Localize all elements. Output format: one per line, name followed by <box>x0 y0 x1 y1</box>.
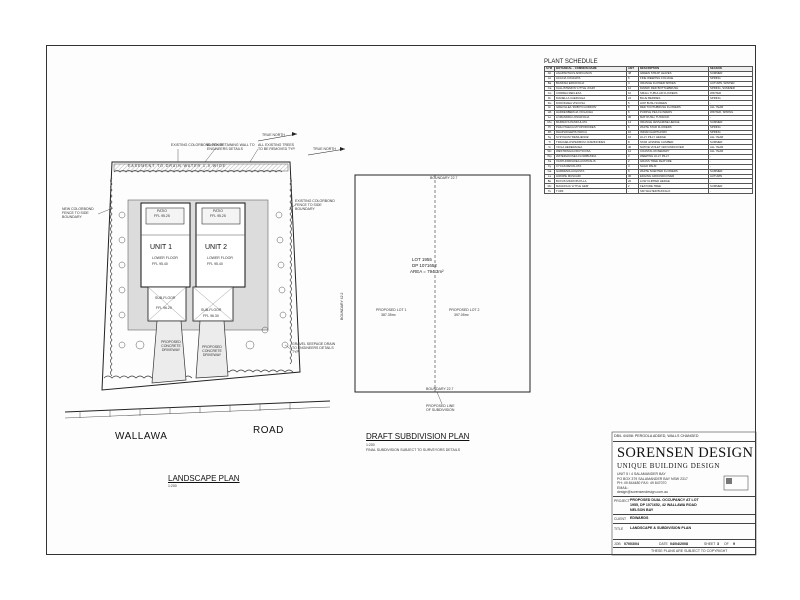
easement-label: EASEMENT TO DRAIN WATER 1.0 WIDE <box>128 164 226 168</box>
unit-2-label: UNIT 2 <box>205 244 228 251</box>
project-label: PROJECT <box>614 499 630 503</box>
plant-schedule-title: PLANT SCHEDULE <box>544 59 598 65</box>
copyright-note: THESE PLANS ARE SUBJECT TO COPYRIGHT <box>651 549 728 553</box>
dp-number: DP 1071652 <box>412 263 437 268</box>
rear-hedge <box>113 170 283 173</box>
subdivision-boundary <box>354 174 531 393</box>
date-label: DATE <box>659 542 668 546</box>
contact-email: design@sorensendesign.com.au <box>617 490 669 494</box>
lot-2-label: PROPOSED LOT 2 <box>449 308 480 312</box>
unit-2-subfloor-ffl: FFL 96.30 <box>203 314 219 318</box>
driveway-2-label: PROPOSED CONCRETE DRIVEWAY <box>202 345 222 358</box>
landscape-north-arrow <box>257 133 298 142</box>
sub-north-label: TRUE NORTH <box>313 147 336 151</box>
unit-1-patio <box>145 207 185 225</box>
driveway-1-label: PROPOSED CONCRETE DRIVEWAY <box>161 340 181 353</box>
patio-2-ffl: FFL 95.25 <box>210 214 226 218</box>
of-label: OF <box>724 542 729 546</box>
bottom-frontage: BOUNDARY 22.7 <box>426 387 454 391</box>
fence-existing-note: EXISTING COLORBOND FENCE <box>171 143 224 147</box>
sub-north-arrow <box>307 148 346 156</box>
unit-2-ffl: FFL 95.40 <box>207 262 223 266</box>
association-logo <box>723 475 749 491</box>
new-fence-note: NEW COLORBOND FENCE TO SIDE BOUNDARY <box>62 207 94 220</box>
road-ticks <box>79 403 291 418</box>
patio-1-ffl: FFL 95.25 <box>154 214 170 218</box>
shrub-symbols <box>118 211 289 350</box>
drawing-date: 04/04/2008 <box>670 541 688 546</box>
unit-1-lower-floor: LOWER FLOOR <box>152 256 178 260</box>
title-block-frame <box>611 431 757 556</box>
sheet-label: SHEET <box>704 542 716 546</box>
unit-1-label: UNIT 1 <box>150 244 173 251</box>
unit-2-patio <box>201 207 241 225</box>
site-boundary <box>101 161 301 391</box>
gravel-drain-note: GRAVEL SEEPAGE DRAIN TO ENGINEERS DETAIL… <box>292 342 336 355</box>
patio-2-label: PATIO <box>213 209 223 213</box>
easement-strip <box>113 163 289 172</box>
lot-number: LOT 1955 <box>412 257 432 262</box>
subdivision-plan-note: FINAL SUBDIVISION SUBJECT TO SURVEYORS D… <box>366 448 461 452</box>
unit-1-driveway <box>151 320 187 384</box>
lot-1-area: 387.35m² <box>381 313 396 317</box>
left-hedge <box>110 177 113 377</box>
landscape-north-label: TRUE NORTH <box>262 133 285 137</box>
subdivision-plan-title: DRAFT SUBDIVISION PLAN <box>366 432 470 441</box>
unit-2-subfloor-label: SUB-FLOOR <box>201 308 222 312</box>
contact-line-4: EMAIL: <box>617 485 629 490</box>
road-kerb <box>64 400 331 413</box>
drawing-title-label: TITLE <box>614 527 624 531</box>
drawing-title: LANDSCAPE & SUBDIVISION PLAN <box>630 526 692 530</box>
schedule-cell: TURF <box>554 188 627 195</box>
left-side-dimension: BOUNDARY 42.2 <box>340 292 344 321</box>
project-line-2: 1955, DP 1071652, 42 WALLAWA ROAD <box>630 503 697 507</box>
contact-line-2: PO BOX 379 SALAMANDER BAY NSW 2317 <box>617 476 688 481</box>
job-number: 07003/04 <box>624 541 639 546</box>
trees-removed-note: ALL EXISTING TREES TO BE REMOVED TYP. <box>258 143 296 152</box>
schedule-cell: - <box>626 188 639 195</box>
project-line-3: NELSON BAY <box>630 508 654 512</box>
unit-1-subfloor-label: SUB-FLOOR <box>155 296 176 300</box>
right-hedge <box>289 177 292 365</box>
job-label: JOB <box>614 542 621 546</box>
contact-line-1: UNIT 5 / 4 SALAMANDER BAY <box>617 472 666 476</box>
lot-1-label: PROPOSED LOT 1 <box>376 308 407 312</box>
brand-subtitle: UNIQUE BUILDING DESIGN <box>617 462 721 470</box>
landscape-plan-scale: 1:200 <box>168 484 177 488</box>
schedule-cell: Tu <box>544 188 555 195</box>
road-name-second: ROAD <box>253 425 284 436</box>
schedule-cell: - <box>708 188 753 195</box>
unit-2-lower-floor: LOWER FLOOR <box>207 256 233 260</box>
landscape-plan-title: LANDSCAPE PLAN <box>168 474 240 483</box>
lot-2-area: 397.05m² <box>454 313 469 317</box>
road-name-first: WALLAWA <box>115 431 168 442</box>
unit-2-driveway <box>195 320 229 379</box>
sheet-total: 9 <box>733 541 735 546</box>
sheet-number: 3 <box>717 541 719 546</box>
project-line-1: PROPOSED DUAL OCCUPANCY AT LOT <box>630 498 699 502</box>
contact-line-3: PH: 49 844480 FAX: 49 847070 <box>617 481 667 485</box>
line-of-subdivision-note: PROPOSED LINE OF SUBDIVISION <box>426 404 455 413</box>
total-area: AREA = 794.3m² <box>410 269 444 274</box>
client-name: EDWARDS <box>630 516 649 520</box>
unit-1-subfloor-ffl: FFL 96.20 <box>156 306 172 310</box>
top-frontage: BOUNDARY 22.7 <box>430 176 458 180</box>
revision-note: DB/L 4/4/08: PERGOLA ADDED, WALLS CHANGE… <box>614 434 699 438</box>
unit-1-ffl: FFL 95.40 <box>152 262 168 266</box>
client-label: CLIENT <box>614 517 627 521</box>
schedule-cell: SIR WALTER BUFFALO <box>638 188 709 195</box>
brand-name: SORENSEN DESIGN <box>617 445 754 461</box>
existing-fence-note: EXISTING COLORBOND FENCE TO SIDE BOUNDAR… <box>295 199 335 212</box>
retaining-wall-note: BLOCK RETAINING WALL TO ENGINEERS DETAIL… <box>207 143 255 152</box>
subdivision-plan-scale: 1:200 <box>366 443 375 447</box>
patio-1-label: PATIO <box>157 209 167 213</box>
